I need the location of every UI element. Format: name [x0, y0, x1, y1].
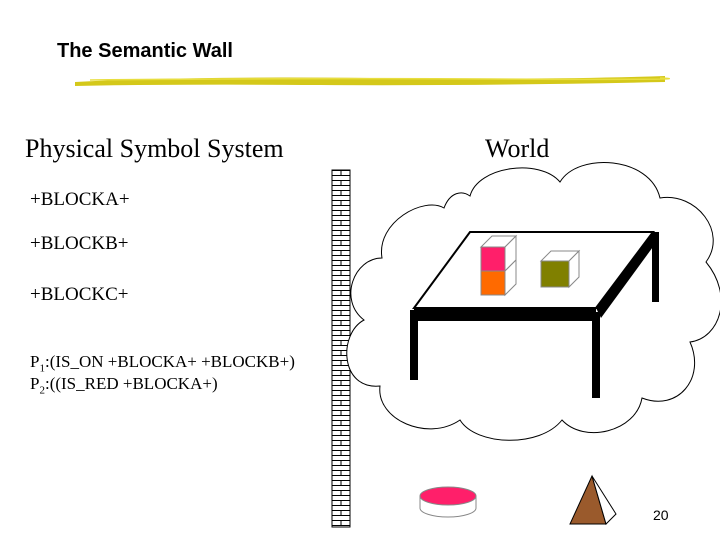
- brown-pyramid: [569, 474, 617, 525]
- predicate-1: P1:(IS_ON +BLOCKA+ +BLOCKB+): [30, 352, 295, 375]
- orange-block: [480, 258, 517, 297]
- page-number: 20: [653, 507, 669, 523]
- table: [410, 231, 659, 398]
- predicate-2: P2:((IS_RED +BLOCKA+): [30, 374, 218, 397]
- world-heading: World: [485, 134, 550, 163]
- physical-symbol-system-heading: Physical Symbol System: [25, 134, 284, 163]
- red-disc: [419, 486, 477, 518]
- title-underline: [75, 76, 670, 86]
- slide-title: The Semantic Wall: [57, 40, 233, 62]
- red-block: [479, 234, 518, 273]
- symbol-blocka: +BLOCKA+: [30, 189, 130, 210]
- olive-block: [539, 249, 581, 289]
- symbol-blockc: +BLOCKC+: [30, 284, 129, 305]
- symbol-blockb: +BLOCKB+: [30, 233, 129, 254]
